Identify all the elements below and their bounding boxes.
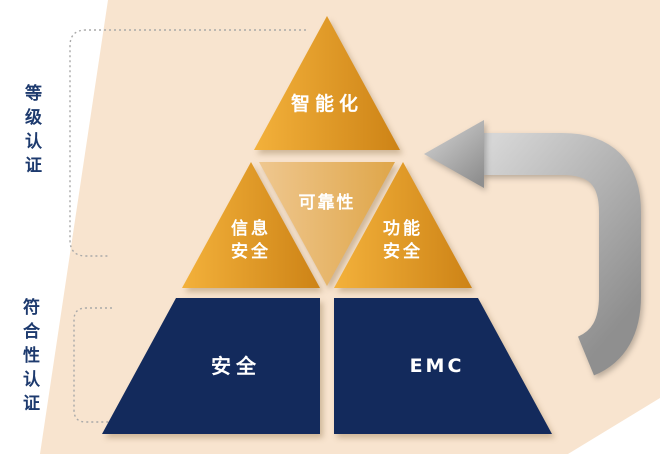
- middle-right-triangle-functional-safety: [334, 162, 472, 288]
- top-triangle-label: 智能化: [291, 92, 363, 115]
- bottom-right-trapezoid-emc: [334, 298, 552, 434]
- grade-certification-bracket-dotted-line: [69, 29, 306, 257]
- middle-center-label: 可靠性: [299, 192, 356, 213]
- bottom-right-label: EMC: [410, 355, 465, 377]
- compliance-certification-bracket-dotted-line: [73, 307, 120, 423]
- top-triangle-intelligence: [254, 16, 400, 150]
- curved-arrow-head-icon: [424, 120, 484, 188]
- curved-arrow-body: [482, 133, 641, 376]
- middle-right-label-line1: 功能: [383, 218, 423, 239]
- middle-left-label-line2: 安全: [231, 241, 271, 262]
- middle-left-triangle-information-security: [182, 162, 320, 288]
- bottom-left-trapezoid-safety: [102, 298, 320, 434]
- middle-left-label-line1: 信息: [231, 218, 271, 239]
- compliance-certification-label: 符合性认证: [19, 298, 39, 418]
- grade-certification-label: 等级认证: [21, 84, 41, 180]
- middle-right-label-line2: 安全: [383, 241, 423, 262]
- bottom-left-label: 安全: [211, 354, 261, 378]
- middle-center-inverted-triangle-reliability: [259, 162, 395, 286]
